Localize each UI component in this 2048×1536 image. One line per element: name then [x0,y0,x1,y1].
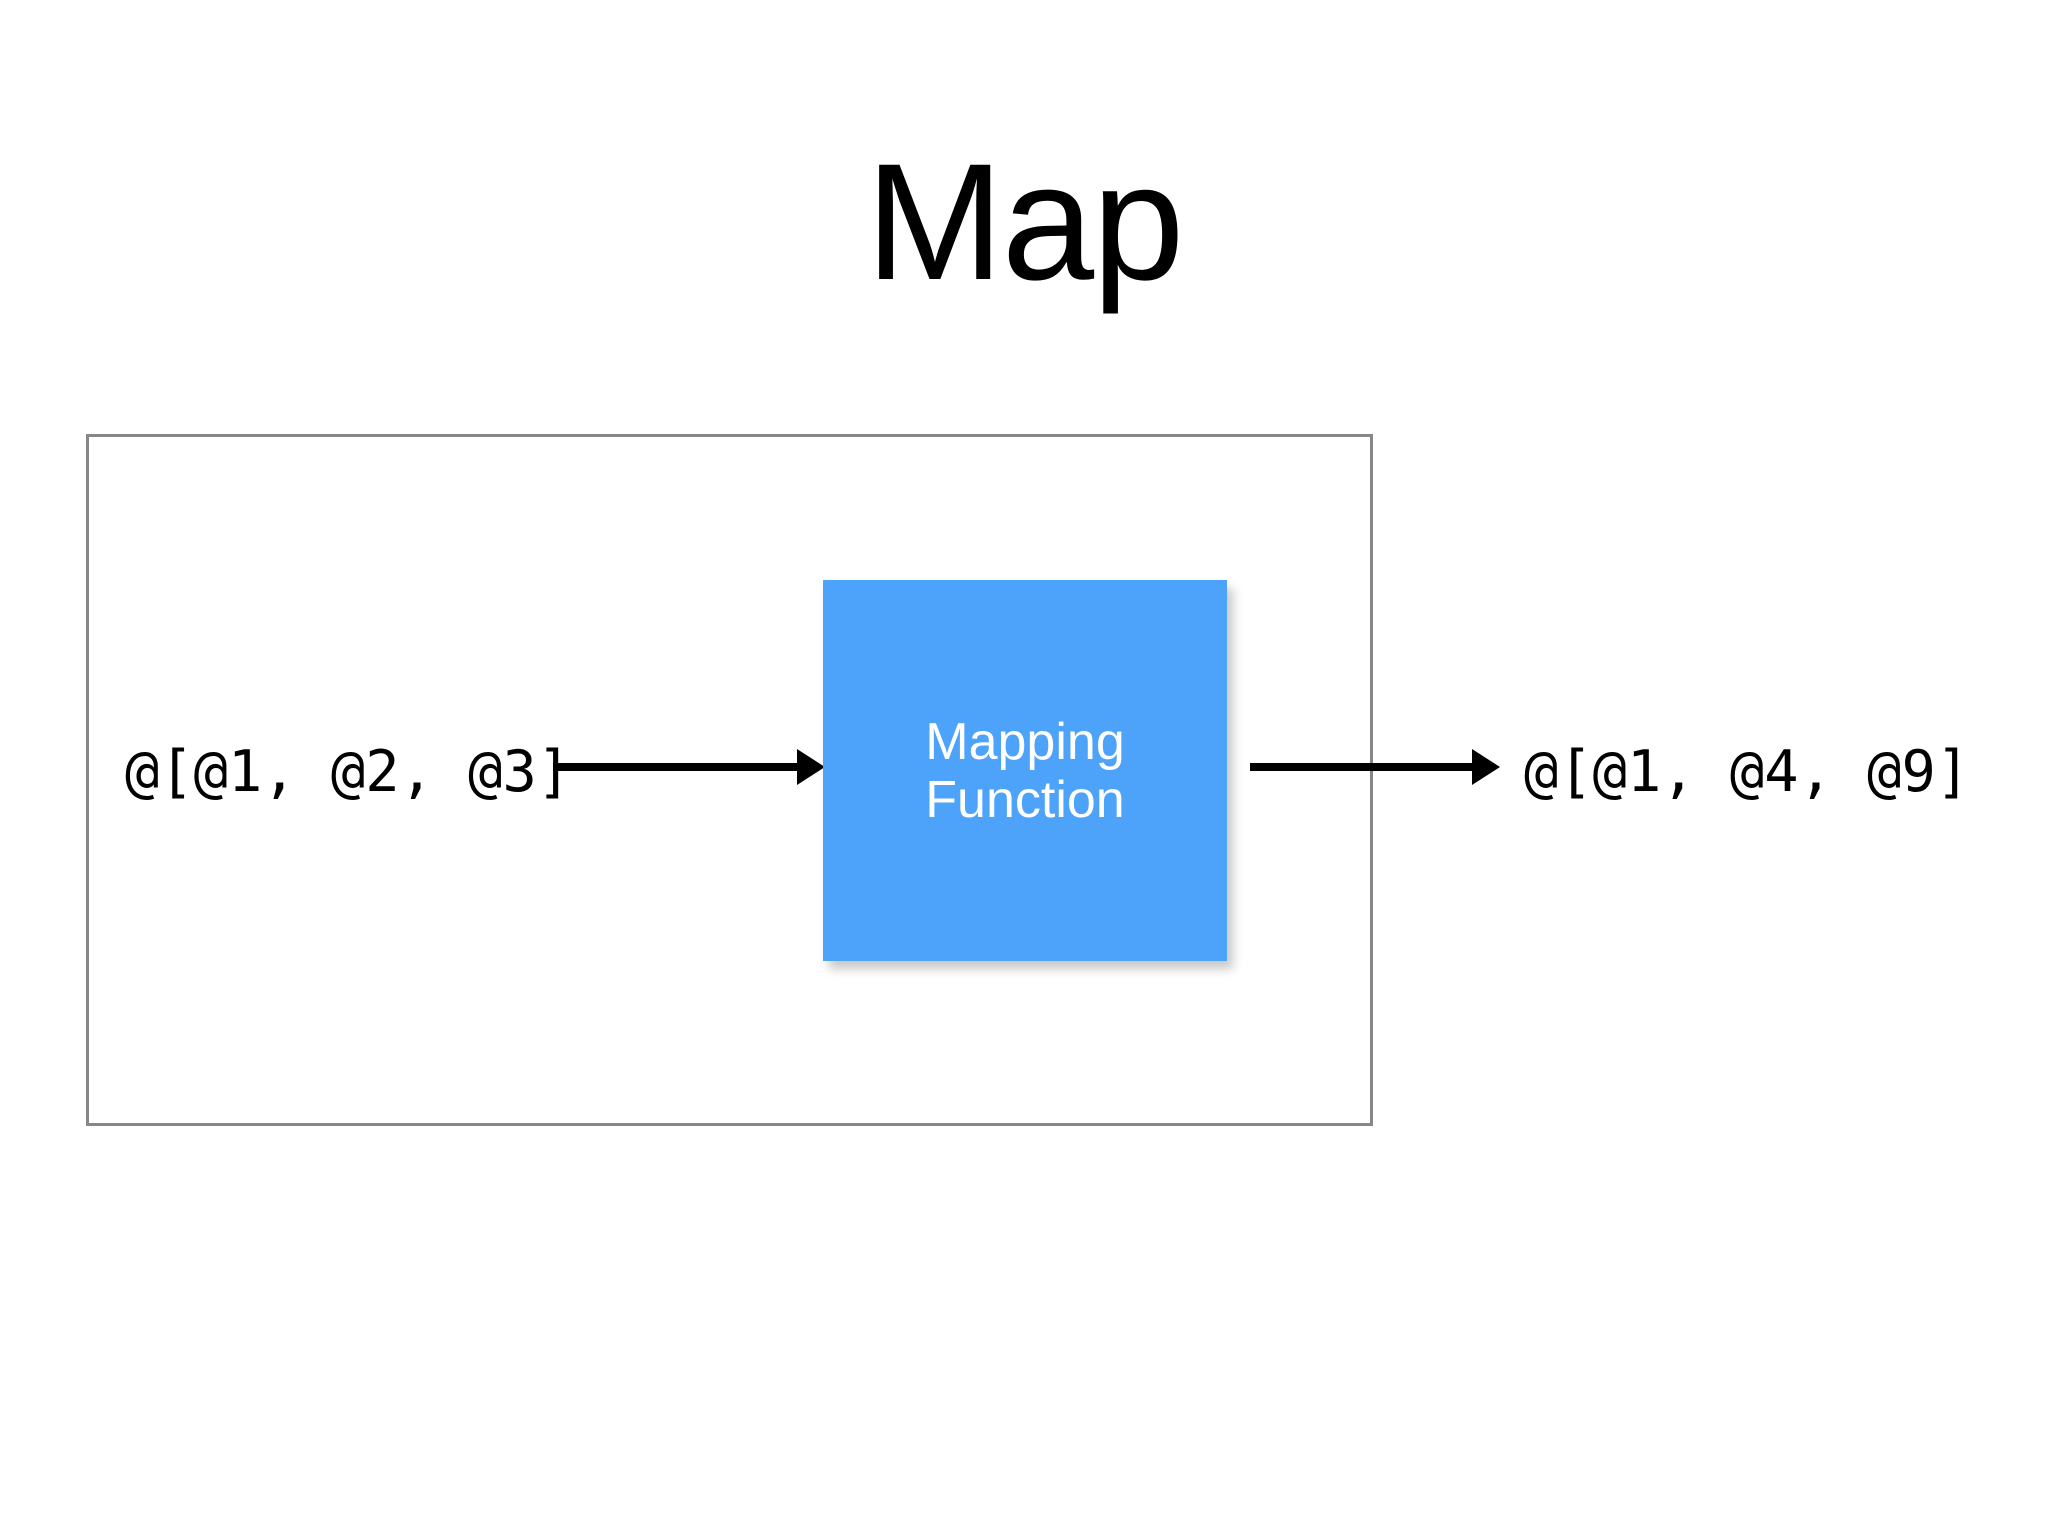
output-arrow [1250,740,1500,794]
input-array-label: @[@1, @2, @3] [125,739,572,805]
input-arrow [553,740,825,794]
diagram-frame [86,434,1373,1126]
input-arrow-icon [553,749,825,785]
page-title: Map [865,130,1185,315]
output-arrow-icon [1250,749,1500,785]
mapping-function-label: Mapping Function [925,712,1125,829]
output-array-label: @[@1, @4, @9] [1524,739,1971,805]
mapping-function-box[interactable]: Mapping Function [823,580,1227,961]
